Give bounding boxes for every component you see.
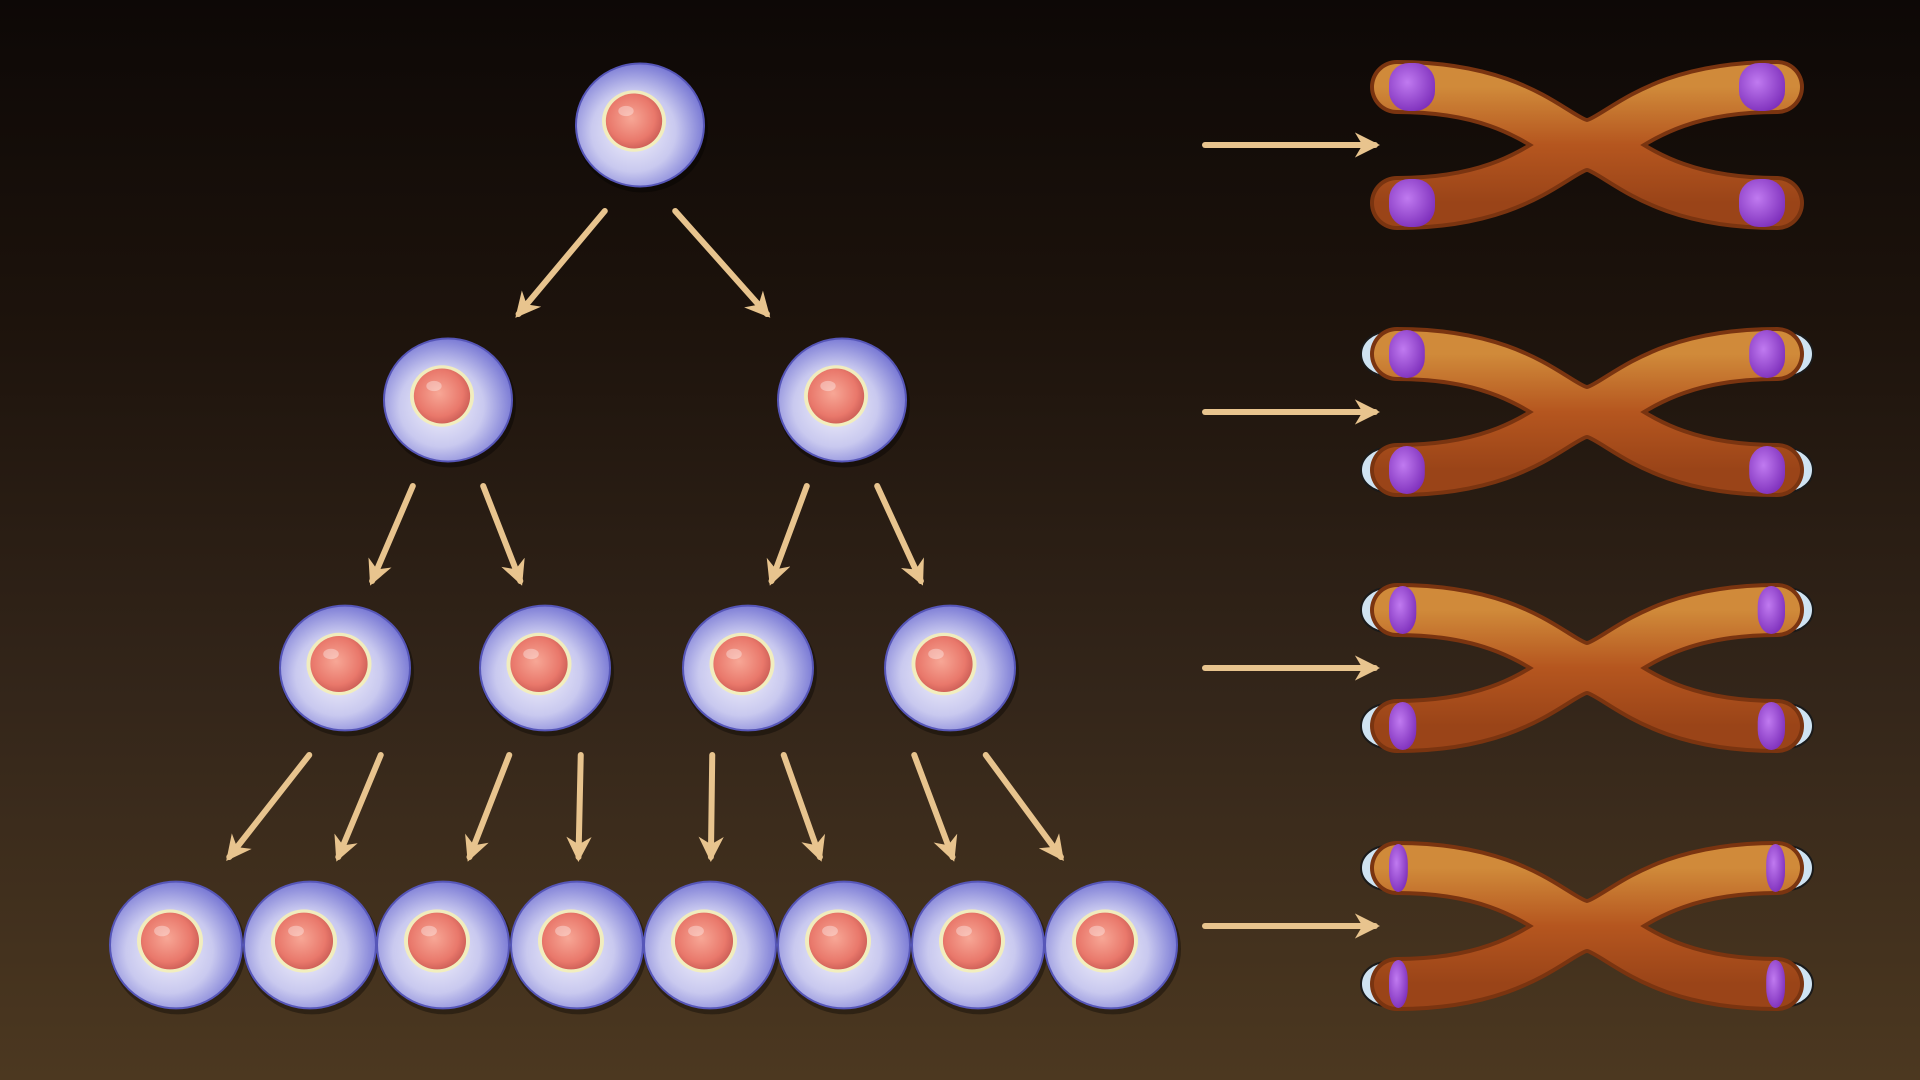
- telomere-icon: [1389, 179, 1435, 227]
- division-arrow-icon: [874, 483, 924, 586]
- telomere-icon: [1389, 844, 1408, 892]
- division-arrow-icon: [672, 208, 771, 318]
- cell-icon: [510, 880, 647, 1015]
- generation-to-chromosome-arrows: [1202, 132, 1381, 939]
- division-arrow-icon: [780, 752, 826, 862]
- telomere-icon: [1749, 446, 1785, 494]
- division-arrow-icon: [698, 752, 724, 863]
- chromosome-icon: [1360, 583, 1814, 753]
- division-arrow-icon: [465, 752, 513, 862]
- telomere-icon: [1739, 179, 1785, 227]
- chromosome-column: [1360, 60, 1814, 1011]
- telomere-icon: [1766, 960, 1785, 1008]
- telomere-icon: [1389, 446, 1425, 494]
- cell-icon: [479, 604, 614, 737]
- cell-icon: [777, 337, 910, 468]
- telomere-icon: [1749, 330, 1785, 378]
- cell-icon: [383, 337, 516, 468]
- telomere-icon: [1739, 63, 1785, 111]
- cell-lineage-tree: [109, 62, 1181, 1015]
- division-arrow-icon: [226, 752, 313, 861]
- division-arrow-icon: [334, 752, 384, 862]
- cell-icon: [643, 880, 780, 1015]
- division-arrow-icon: [368, 483, 416, 586]
- cell-icon: [682, 604, 817, 737]
- cell-icon: [279, 604, 414, 737]
- telomere-icon: [1389, 330, 1425, 378]
- chromosome-icon: [1360, 841, 1814, 1011]
- cell-icon: [911, 880, 1048, 1015]
- telomere-icon: [1389, 960, 1408, 1008]
- division-arrow-icon: [480, 483, 525, 586]
- chromosome-icon: [1370, 60, 1804, 230]
- telomere-icon: [1389, 586, 1417, 634]
- telomere-icon: [1389, 702, 1417, 750]
- division-arrow-icon: [515, 208, 608, 318]
- cell-icon: [884, 604, 1019, 737]
- cell-icon: [376, 880, 513, 1015]
- telomere-icon: [1766, 844, 1785, 892]
- chromosome-icon: [1360, 327, 1814, 497]
- telomere-icon: [1389, 63, 1435, 111]
- division-arrow-icon: [566, 752, 592, 863]
- cell-icon: [109, 880, 246, 1015]
- cell-icon: [575, 62, 708, 193]
- telomere-icon: [1757, 586, 1785, 634]
- division-arrow-icon: [911, 752, 958, 862]
- cell-icon: [243, 880, 380, 1015]
- telomere-icon: [1757, 702, 1785, 750]
- cell-icon: [777, 880, 914, 1015]
- division-arrow-icon: [982, 752, 1064, 862]
- cell-icon: [1044, 880, 1181, 1015]
- division-arrows: [226, 208, 1064, 863]
- division-arrow-icon: [766, 483, 810, 586]
